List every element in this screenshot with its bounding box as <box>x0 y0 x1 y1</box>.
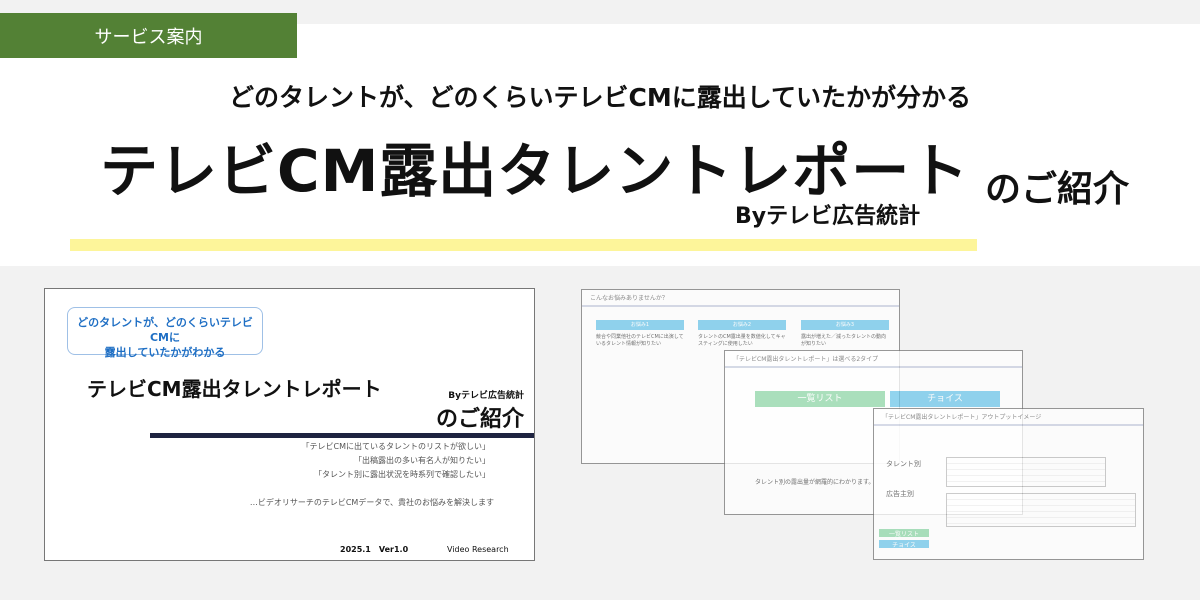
header-panel <box>0 24 1200 266</box>
ad-label: 広告主別 <box>886 490 914 498</box>
list-type: 一覧リスト <box>879 529 929 538</box>
divider <box>150 433 534 438</box>
problem-label: お悩み3 <box>801 320 889 330</box>
service-tag: サービス案内 <box>0 13 297 58</box>
slide-title: テレビCM露出タレントレポート <box>87 377 382 401</box>
slide-intro: のご紹介 <box>435 407 524 432</box>
slide-heading: こんなお悩みありませんか？ <box>582 290 899 307</box>
bubble-line: 露出していたかがわかる <box>104 346 226 359</box>
choice-type: チョイス <box>890 391 1000 407</box>
talent-label: タレント別 <box>886 460 921 468</box>
table-image <box>946 493 1136 527</box>
choice-type: チョイス <box>879 540 929 549</box>
note: タレント別の露出量が網羅的にわかります。 <box>755 479 875 486</box>
quote: 「タレント別に露出状況を時系列で確認したい」 <box>314 470 490 479</box>
problem-text: 競合や同業他社のテレビCMに出演しているタレント情報が知りたい <box>596 334 684 347</box>
version: 2025.1 Ver1.0 <box>340 545 409 554</box>
problem-text: タレントのCM露出量を数値化してキャスティングに使用したい <box>698 334 786 347</box>
quote: 「テレビCMに出ているタレントのリストが欲しい」 <box>301 442 491 451</box>
slide-cover[interactable]: どのタレントが、どのくらいテレビCMに露出していたかがわかる テレビCM露出タレ… <box>44 288 535 561</box>
slide-heading: 「テレビCM露出タレントレポート」アウトプットイメージ <box>874 409 1143 426</box>
title-intro: のご紹介 <box>985 169 1130 210</box>
problem-label: お悩み1 <box>596 320 684 330</box>
slide-by: Byテレビ広告統計 <box>448 391 524 401</box>
page-title: テレビCM露出タレントレポート <box>100 137 970 205</box>
bubble-line: どのタレントが、どのくらいテレビCMに <box>77 316 253 344</box>
title-by: Byテレビ広告統計 <box>735 204 921 229</box>
speech-bubble: どのタレントが、どのくらいテレビCMに露出していたかがわかる <box>67 307 263 359</box>
problem-text: 露出が増えた／減ったタレントの動向が知りたい <box>801 334 887 347</box>
header-subtitle: どのタレントが、どのくらいテレビCMに露出していたかが分かる <box>229 83 971 112</box>
list-type: 一覧リスト <box>755 391 885 407</box>
logo: Video Research <box>447 545 509 554</box>
quote: 「出稿露出の多い有名人が知りたい」 <box>354 456 490 465</box>
table-image <box>946 457 1106 487</box>
problem-label: お悩み2 <box>698 320 786 330</box>
solution-text: …ビデオリサーチのテレビCMデータで、貴社のお悩みを解決します <box>249 498 494 507</box>
slide-output[interactable]: 「テレビCM露出タレントレポート」アウトプットイメージ タレント別 広告主別 一… <box>873 408 1144 560</box>
highlight-bar <box>70 239 977 251</box>
slide-heading: 「テレビCM露出タレントレポート」は選べる2タイプ <box>725 351 1022 368</box>
